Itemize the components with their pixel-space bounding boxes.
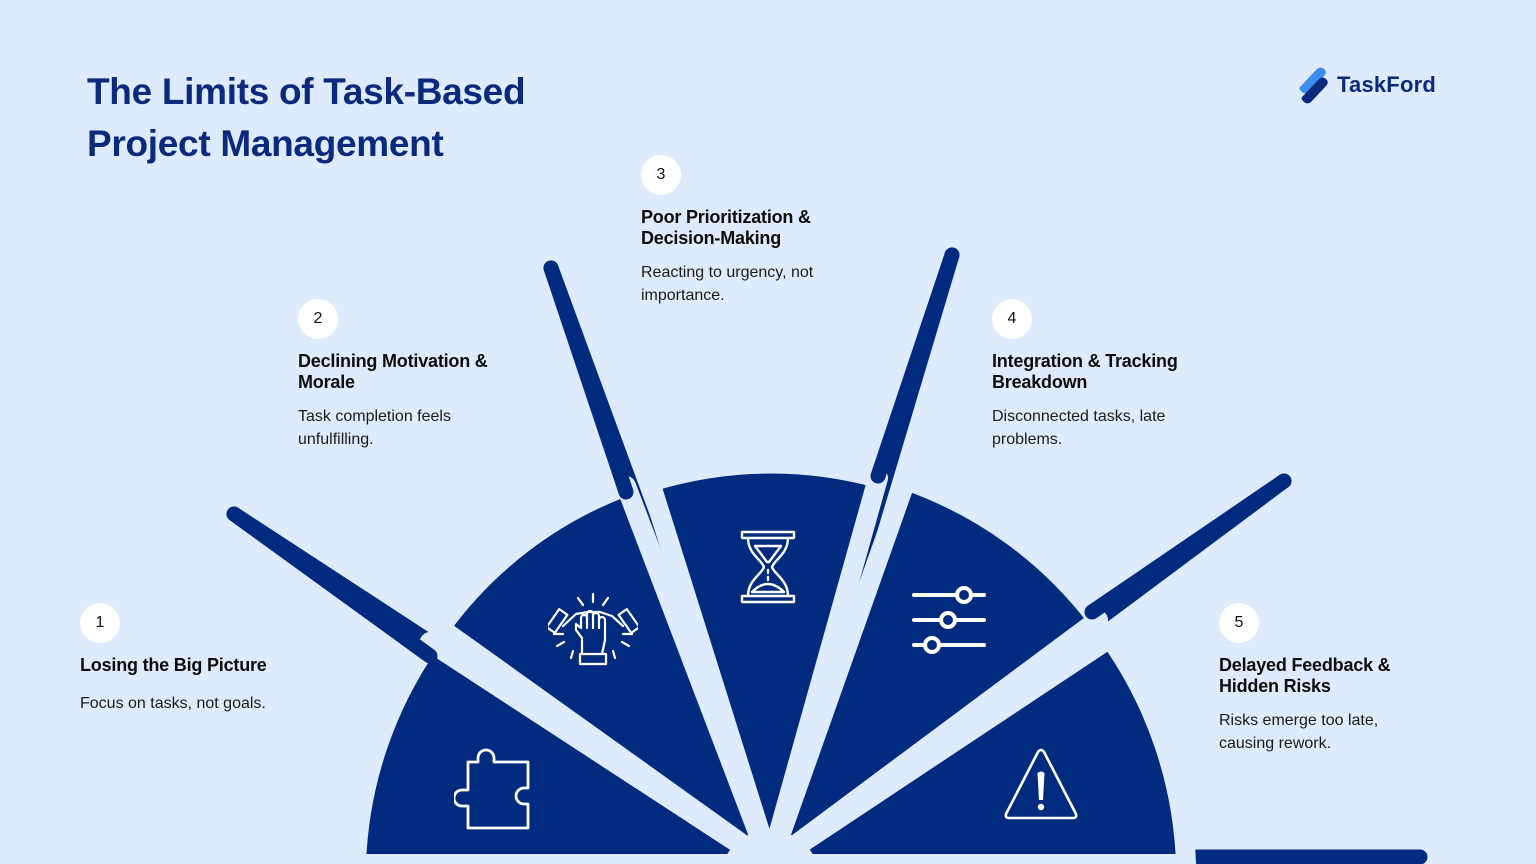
item-5: 5 Delayed Feedback & Hidden Risks Risks … — [1219, 603, 1429, 755]
item-4: 4 Integration & Tracking Breakdown Disco… — [992, 299, 1212, 451]
item-3: 3 Poor Prioritization & Decision-Making … — [641, 155, 851, 307]
puzzle-piece-icon — [454, 748, 530, 830]
title-line-2: Project Management — [87, 123, 444, 164]
taskford-logo-icon — [1299, 67, 1328, 104]
step-badge: 3 — [641, 155, 681, 195]
item-1: 1 Losing the Big Picture Focus on tasks,… — [80, 603, 320, 715]
title-line-1: The Limits of Task-Based — [87, 71, 526, 112]
hourglass-icon — [740, 530, 796, 604]
item-title: Losing the Big Picture — [80, 655, 267, 675]
warning-triangle-icon — [1004, 748, 1078, 820]
item-description: Reacting to urgency, not importance. — [641, 264, 814, 304]
team-hands-icon — [548, 592, 638, 666]
brand-name: TaskFord — [1337, 72, 1436, 97]
wedge-4 — [760, 470, 1108, 864]
item-title: Delayed Feedback & Hidden Risks — [1219, 655, 1391, 696]
wedge-2 — [430, 476, 780, 864]
item-description: Task completion feels unfulfilling. — [298, 408, 451, 448]
item-description: Disconnected tasks, late problems. — [992, 408, 1166, 448]
brand-logo: TaskFord — [1297, 66, 1436, 104]
step-badge: 5 — [1219, 603, 1259, 643]
item-description: Risks emerge too late, causing rework. — [1219, 712, 1379, 752]
item-title: Poor Prioritization & Decision-Making — [641, 207, 811, 248]
step-badge: 4 — [992, 299, 1032, 339]
wedge-3 — [640, 453, 888, 864]
item-description: Focus on tasks, not goals. — [80, 695, 266, 712]
step-badge: 2 — [298, 299, 338, 339]
wedge-5 — [760, 628, 1196, 864]
sliders-icon — [912, 586, 986, 654]
page-title: The Limits of Task-Based Project Managem… — [87, 66, 526, 170]
item-2: 2 Declining Motivation & Morale Task com… — [298, 299, 528, 451]
step-badge: 1 — [80, 603, 120, 643]
item-title: Integration & Tracking Breakdown — [992, 351, 1178, 392]
item-title: Declining Motivation & Morale — [298, 351, 488, 392]
